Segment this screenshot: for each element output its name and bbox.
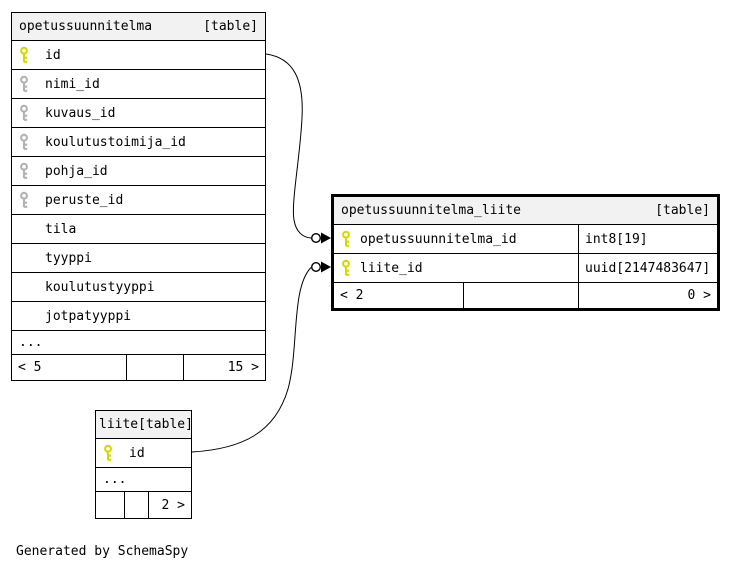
- pager-spacer: [126, 355, 183, 380]
- primary-key-icon: [341, 259, 351, 277]
- index-key-icon: [19, 104, 29, 122]
- table-header[interactable]: opetussuunnitelma [table]: [12, 13, 265, 40]
- column-type: int8[19]: [578, 225, 717, 253]
- index-key-icon: [19, 162, 29, 180]
- column-name: peruste_id: [45, 192, 124, 208]
- column-name: koulutustoimija_id: [45, 134, 186, 150]
- table-opetussuunnitelma: opetussuunnitelma [table] id nimi_id kuv…: [11, 12, 266, 381]
- table-tag: [table]: [138, 417, 191, 432]
- table-row: jotpatyyppi: [12, 301, 265, 330]
- relationship-curve-opetussuunnitelma-id: [265, 53, 312, 239]
- column-name: jotpatyyppi: [45, 308, 132, 324]
- column-name: nimi_id: [45, 76, 100, 92]
- index-key-icon: [19, 133, 29, 151]
- crow-foot-arrow-icon: [321, 232, 331, 244]
- index-key-icon: [19, 191, 29, 209]
- crow-foot-circle-icon: [311, 232, 322, 243]
- column-name: pohja_id: [45, 163, 108, 179]
- pager-spacer: [463, 283, 578, 308]
- pager-next: 0 >: [578, 283, 717, 308]
- table-tag: [table]: [655, 203, 710, 218]
- crow-foot-circle-icon: [311, 262, 322, 273]
- pager-spacer: [124, 492, 148, 518]
- table-title[interactable]: liite: [99, 417, 139, 432]
- table-row: tyyppi: [12, 243, 265, 272]
- table-header[interactable]: opetussuunnitelma_liite [table]: [334, 197, 717, 224]
- table-row: opetussuunnitelma_id int8[19]: [334, 224, 717, 253]
- table-row: liite_id uuid[2147483647]: [334, 253, 717, 282]
- column-name: tila: [45, 221, 77, 237]
- table-liite: liite [table] id ... 2 >: [95, 410, 192, 519]
- column-name: kuvaus_id: [45, 105, 116, 121]
- table-row: id: [96, 438, 191, 467]
- pager-next: 15 >: [183, 355, 265, 380]
- table-tag: [table]: [203, 19, 258, 34]
- primary-key-icon: [341, 230, 351, 248]
- table-row: nimi_id: [12, 69, 265, 98]
- primary-key-icon: [19, 46, 29, 64]
- table-title[interactable]: opetussuunnitelma_liite: [341, 203, 522, 218]
- pager-next: 2 >: [148, 492, 191, 518]
- generator-credit: Generated by SchemaSpy: [16, 544, 189, 559]
- table-row: kuvaus_id: [12, 98, 265, 127]
- column-type: uuid[2147483647]: [578, 254, 717, 282]
- table-row: koulutustoimija_id: [12, 127, 265, 156]
- column-name: opetussuunnitelma_id: [360, 231, 517, 247]
- hidden-columns-ellipsis: ...: [96, 467, 191, 491]
- column-name: tyyppi: [45, 250, 92, 266]
- table-row: peruste_id: [12, 185, 265, 214]
- table-row: tila: [12, 214, 265, 243]
- column-name: koulutustyyppi: [45, 279, 155, 295]
- table-row: pohja_id: [12, 156, 265, 185]
- table-pager: 2 >: [96, 491, 191, 518]
- table-pager: < 2 0 >: [334, 282, 717, 308]
- column-name: liite_id: [360, 260, 423, 276]
- primary-key-icon: [103, 444, 113, 462]
- pager-spacer: [96, 492, 124, 518]
- table-pager: < 5 15 >: [12, 354, 265, 380]
- table-row: id: [12, 40, 265, 69]
- index-key-icon: [19, 75, 29, 93]
- table-title[interactable]: opetussuunnitelma: [19, 19, 153, 34]
- crow-foot-arrow-icon: [321, 261, 331, 273]
- column-name: id: [45, 47, 61, 63]
- table-row: koulutustyyppi: [12, 272, 265, 301]
- pager-prev: < 5: [18, 360, 42, 375]
- table-opetussuunnitelma-liite: opetussuunnitelma_liite [table] opetussu…: [331, 194, 720, 311]
- column-name: id: [129, 445, 145, 461]
- pager-prev: < 2: [340, 288, 364, 303]
- hidden-columns-ellipsis: ...: [12, 330, 265, 354]
- table-header[interactable]: liite [table]: [96, 411, 191, 438]
